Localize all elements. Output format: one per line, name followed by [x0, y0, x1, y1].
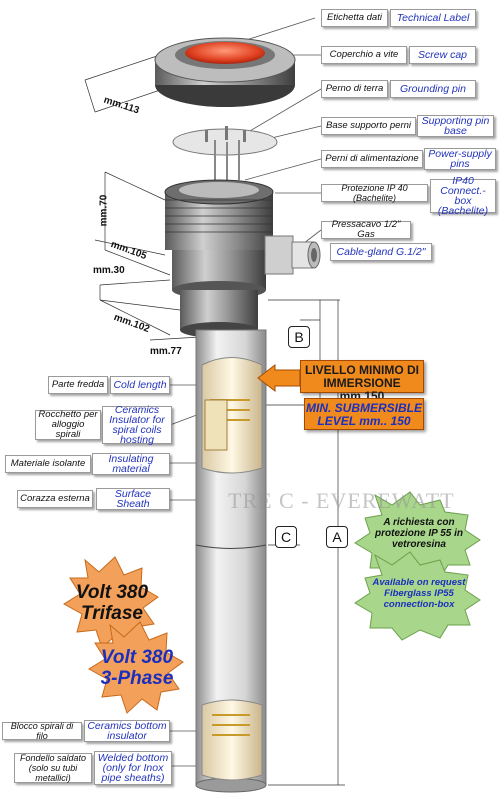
label-cold-length-en: Cold length	[110, 376, 170, 394]
dimension-70: mm.70	[98, 194, 110, 227]
screw-cap-shape	[154, 37, 296, 107]
watermark: TRE C - EVEREWATT	[228, 488, 455, 513]
volt-trifase-line1: Volt 380	[75, 582, 149, 603]
ip55-it-star-shape	[354, 491, 481, 581]
dimension-b: B	[288, 326, 310, 348]
dimension-30: mm.30	[93, 265, 125, 276]
label-ip40-it: Protezione IP 40 (Bachelite)	[321, 183, 428, 203]
label-bottom-insulator-en: Ceramics bottom insulator	[84, 720, 170, 742]
volt-trifase-star: Volt 380 Trifase	[68, 580, 156, 626]
pin-base-shape	[172, 126, 278, 182]
label-grounding-pin-en: Grounding pin	[390, 80, 476, 98]
label-screw-cap-en: Screw cap	[409, 46, 476, 64]
label-supporting-base-it: Base supporto perni	[321, 117, 416, 135]
label-technical-en: Technical Label	[390, 9, 476, 27]
label-welded-bottom-it: Fondello saldato (solo su tubi metallici…	[14, 753, 92, 783]
label-screw-cap-it: Coperchio a vite	[321, 46, 407, 64]
dimension-c: C	[275, 526, 297, 548]
label-cable-gland-en: Cable-gland G.1/2"	[330, 243, 432, 261]
label-ip40-en: IP40 Connect.-box (Bachelite)	[430, 176, 496, 216]
label-cold-length-it: Parte fredda	[48, 376, 108, 394]
label-spiral-hosting-en: Ceramics Insulator for spiral coils host…	[102, 405, 172, 445]
ip55-en-star: Available on request Fiberglass IP55 con…	[372, 576, 466, 610]
callout-min-level-en: MIN. SUBMERSIBLE LEVEL mm.. 150	[304, 398, 424, 430]
dimension-77: mm.77	[150, 346, 182, 357]
volt-3phase-star: Volt 380 3-Phase	[93, 645, 181, 691]
label-sheath-it: Corazza esterna	[17, 490, 93, 508]
label-bottom-insulator-it: Blocco spirali di filo	[2, 721, 82, 741]
label-insulating-en: Insulating material	[92, 453, 170, 475]
label-spiral-hosting-it: Rocchetto per alloggio spirali	[35, 410, 101, 440]
label-power-pins-it: Perni di alimentazione	[321, 150, 423, 168]
label-power-pins-en: Power-supply pins	[424, 148, 496, 170]
ip55-it-star: A richiesta con protezione IP 55 in vetr…	[375, 516, 463, 550]
heater-tube-shape	[195, 329, 267, 793]
label-supporting-base-en: Supporting pin base	[417, 115, 494, 137]
label-insulating-it: Materiale isolante	[5, 455, 91, 473]
label-sheath-en: Surface Sheath	[96, 488, 170, 510]
volt-3phase-star-shape	[88, 621, 184, 714]
volt-trifase-line2: Trifase	[81, 603, 143, 624]
dimension-a: A	[326, 526, 348, 548]
volt-3phase-line2: 3-Phase	[100, 668, 174, 689]
callout-min-level-it: LIVELLO MINIMO DI IMMERSIONE mm.150	[300, 360, 424, 403]
label-grounding-pin-it: Perno di terra	[321, 80, 388, 98]
volt-3phase-line1: Volt 380	[100, 647, 174, 668]
label-cable-gland-it: Pressacavo 1/2" Gas	[321, 220, 411, 240]
label-technical-it: Etichetta dati	[321, 9, 388, 27]
label-welded-bottom-en: Welded bottom (only for Inox pipe sheath…	[94, 751, 172, 785]
ip55-en-star-shape	[354, 551, 481, 641]
connection-box-shape	[164, 179, 321, 338]
